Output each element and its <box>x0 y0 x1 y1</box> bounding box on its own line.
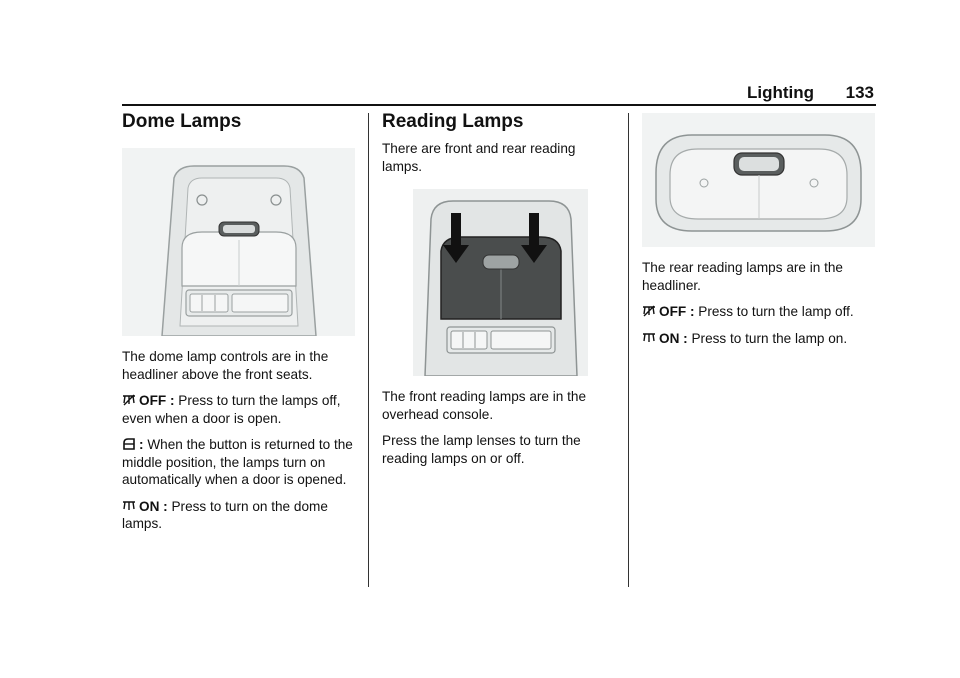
front-reading-description: The front reading lamps are in the overh… <box>382 389 587 422</box>
dome-intro: The dome lamp controls are in the headli… <box>122 349 329 382</box>
header-rule <box>122 104 876 106</box>
dome-off-description: OFF : Press to turn the lamps off, even … <box>122 393 341 426</box>
door-icon <box>123 438 135 450</box>
dome-door-description: : When the button is returned to the mid… <box>122 437 353 487</box>
front-reading-lamps-illustration <box>412 189 588 376</box>
column-divider <box>368 113 369 587</box>
rear-reading-column: The rear reading lamps are in the headli… <box>642 110 878 356</box>
column-divider <box>628 113 629 587</box>
rear-intro: The rear reading lamps are in the headli… <box>642 260 843 293</box>
page-header: Lighting 133 <box>0 82 960 106</box>
reading-lamps-heading: Reading Lamps <box>382 111 524 132</box>
dome-lamps-heading: Dome Lamps <box>122 111 242 132</box>
section-title: Lighting <box>746 83 814 102</box>
dome-lamps-column: Dome Lamps The dome lamp controls are in… <box>122 110 358 542</box>
lamp-on-icon <box>643 332 655 342</box>
reading-press-description: Press the lamp lenses to turn the readin… <box>382 433 581 466</box>
reading-lamps-column: Reading Lamps There are front and rear r… <box>382 110 618 476</box>
lamp-off-icon <box>643 305 655 317</box>
rear-on-description: ON : Press to turn the lamp on. <box>642 330 878 348</box>
rear-off-description: OFF : Press to turn the lamp off. <box>642 303 878 321</box>
lamp-on-icon <box>123 500 135 510</box>
page-number: 133 <box>845 83 874 102</box>
dome-lamp-console-illustration <box>122 148 355 336</box>
reading-intro: There are front and rear reading lamps. <box>382 141 576 174</box>
lamp-off-icon <box>123 394 135 406</box>
dome-on-description: ON : Press to turn on the dome lamps. <box>122 498 328 532</box>
rear-reading-lamps-illustration <box>642 113 875 247</box>
